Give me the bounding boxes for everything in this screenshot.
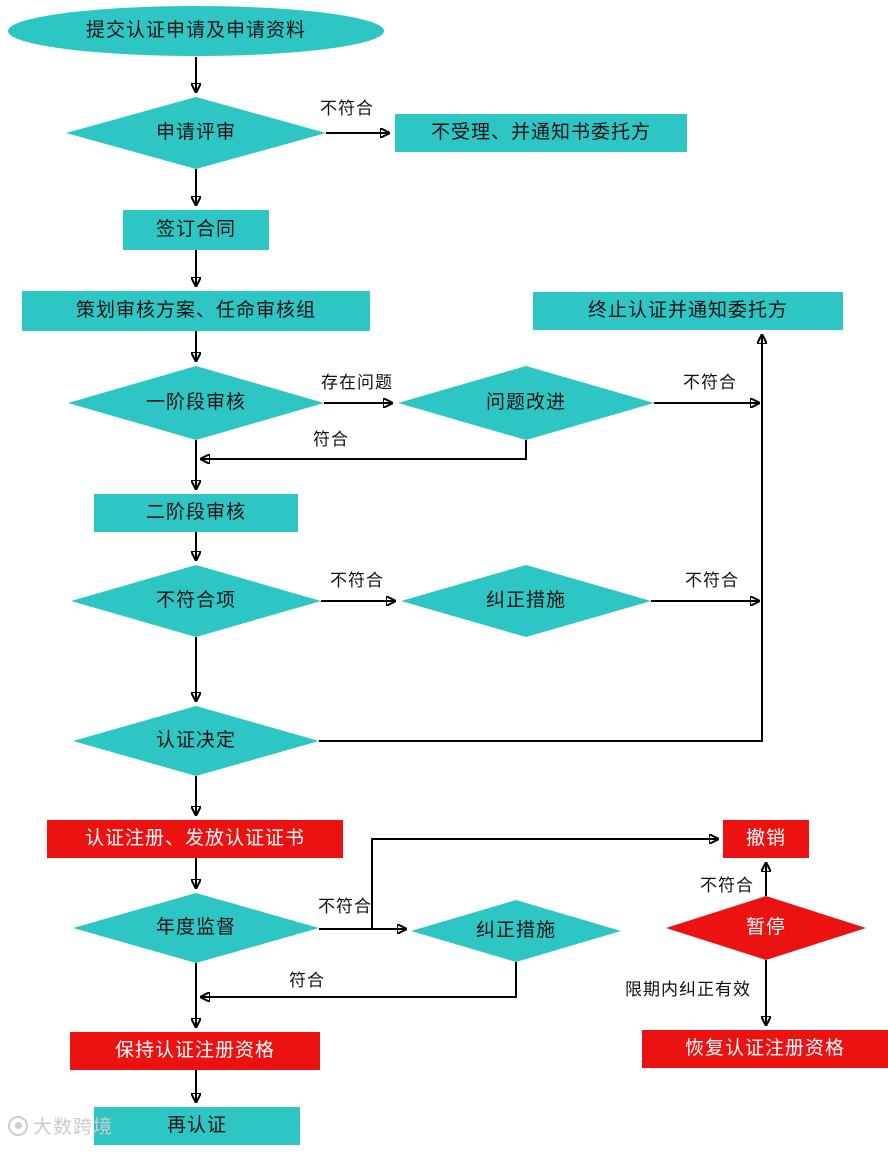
node-terminate-certification: 终止认证并通知委托方: [533, 292, 843, 330]
edge-label-conform-annual: 符合: [289, 971, 325, 990]
node-restore-registration: 恢复认证注册资格: [642, 1030, 888, 1068]
node-submit-application: 提交认证申请及申请资料: [8, 6, 384, 56]
arrow-corrective2-return-conform: [201, 962, 517, 997]
node-stage2-audit: 二阶段审核: [94, 494, 298, 532]
node-sign-contract: 签订合同: [123, 210, 269, 250]
arrow-improve-return-conform: [201, 440, 527, 459]
node-register-issue-certificate: 认证注册、发放认证证书: [47, 820, 343, 858]
arrow-annual-to-revoke: [371, 839, 718, 929]
node-plan-audit: 策划审核方案、任命审核组: [22, 291, 370, 331]
edge-label-correction-valid: 限期内纠正有效: [625, 980, 751, 999]
watermark-text: 大数跨境: [33, 1117, 114, 1138]
node-revoke: 撤销: [723, 820, 809, 858]
edge-label-nonconform-annual: 不符合: [318, 897, 372, 916]
edge-label-nonconform-review: 不符合: [320, 99, 374, 118]
watermark: 大数跨境: [8, 1112, 113, 1139]
node-maintain-registration: 保持认证注册资格: [70, 1032, 320, 1070]
edge-label-nonconform-item: 不符合: [330, 571, 384, 590]
edge-label-nonconform-improve: 不符合: [683, 373, 737, 392]
arrow-decision-to-terminate: [319, 335, 762, 742]
node-recertification: 再认证: [94, 1107, 300, 1145]
watermark-logo-icon: [8, 1115, 28, 1136]
edge-label-nonconform-corrective1: 不符合: [685, 571, 739, 590]
edge-label-conform-stage1: 符合: [313, 430, 349, 449]
edge-label-problem-exists: 存在问题: [321, 373, 393, 392]
edge-label-nonconform-suspend: 不符合: [700, 876, 754, 895]
node-not-accepted: 不受理、并通知书委托方: [395, 114, 687, 152]
